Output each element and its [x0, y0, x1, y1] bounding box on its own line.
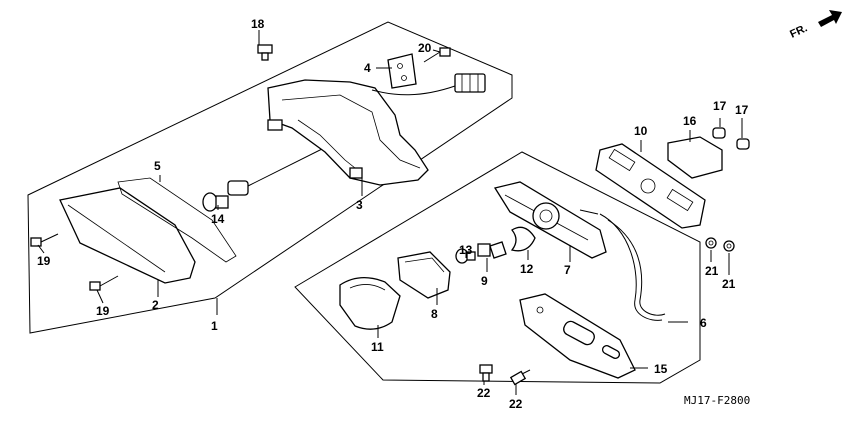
leader-lines — [37, 30, 743, 395]
callout-16: 16 — [683, 114, 697, 128]
callout-5: 5 — [154, 159, 161, 173]
callout-21-left: 21 — [705, 264, 719, 278]
callout-22-right: 22 — [509, 397, 523, 411]
callout-18: 18 — [251, 17, 265, 31]
nut-21-left — [705, 237, 717, 249]
callout-12: 12 — [520, 262, 534, 276]
callout-7: 7 — [564, 263, 571, 277]
lens-gasket — [117, 177, 237, 263]
callout-1: 1 — [211, 319, 218, 333]
socket-gasket — [510, 226, 536, 252]
callout-8: 8 — [431, 307, 438, 321]
license-cover — [519, 293, 636, 379]
callout-10: 10 — [634, 124, 648, 138]
bolt-22-right — [509, 369, 531, 386]
reflector-cap — [667, 136, 723, 179]
license-light-case — [397, 251, 451, 299]
mounting-bracket — [387, 53, 417, 89]
callout-21-right: 21 — [722, 277, 736, 291]
taillight-assembly-boundary — [27, 21, 513, 334]
callout-13: 13 — [459, 243, 473, 257]
callout-14: 14 — [211, 212, 225, 226]
callout-15: 15 — [654, 362, 668, 376]
callout-2: 2 — [152, 298, 159, 312]
license-light-lens — [339, 277, 401, 330]
front-direction-label: FR. — [788, 22, 809, 40]
taillight-connector — [454, 73, 486, 93]
screw-19-upper — [30, 233, 59, 247]
bolt-22-left — [479, 364, 493, 382]
license-light-assembly-boundary — [294, 151, 701, 384]
taillight-housing — [267, 79, 429, 186]
license-light-bulb — [455, 248, 476, 264]
callout-20: 20 — [418, 41, 432, 55]
callout-17-left: 17 — [713, 99, 727, 113]
taillight-harness — [371, 85, 456, 96]
callout-3: 3 — [356, 198, 363, 212]
taillight-bulb — [202, 144, 331, 212]
license-light-socket — [477, 241, 507, 259]
license-bracket-reflector — [493, 181, 607, 259]
license-light-harness — [599, 213, 663, 321]
callout-19-upper: 19 — [37, 254, 51, 268]
drawing-code: MJ17-F2800 — [684, 394, 750, 407]
callout-9: 9 — [481, 274, 488, 288]
screw-18 — [257, 44, 273, 61]
nut-21-right — [723, 240, 735, 252]
callout-11: 11 — [371, 340, 384, 354]
taillight-lens — [59, 187, 196, 284]
grommet-17-left — [712, 127, 726, 139]
callout-6: 6 — [700, 316, 707, 330]
front-direction-arrow: FR. — [788, 10, 842, 41]
grommet-17-right — [736, 138, 750, 150]
callout-17-right: 17 — [735, 103, 749, 117]
callout-22-left: 22 — [477, 386, 491, 400]
callout-4: 4 — [364, 61, 371, 75]
screw-19-lower — [89, 275, 119, 291]
reflector-plate — [595, 143, 706, 229]
callout-19-lower: 19 — [96, 304, 110, 318]
